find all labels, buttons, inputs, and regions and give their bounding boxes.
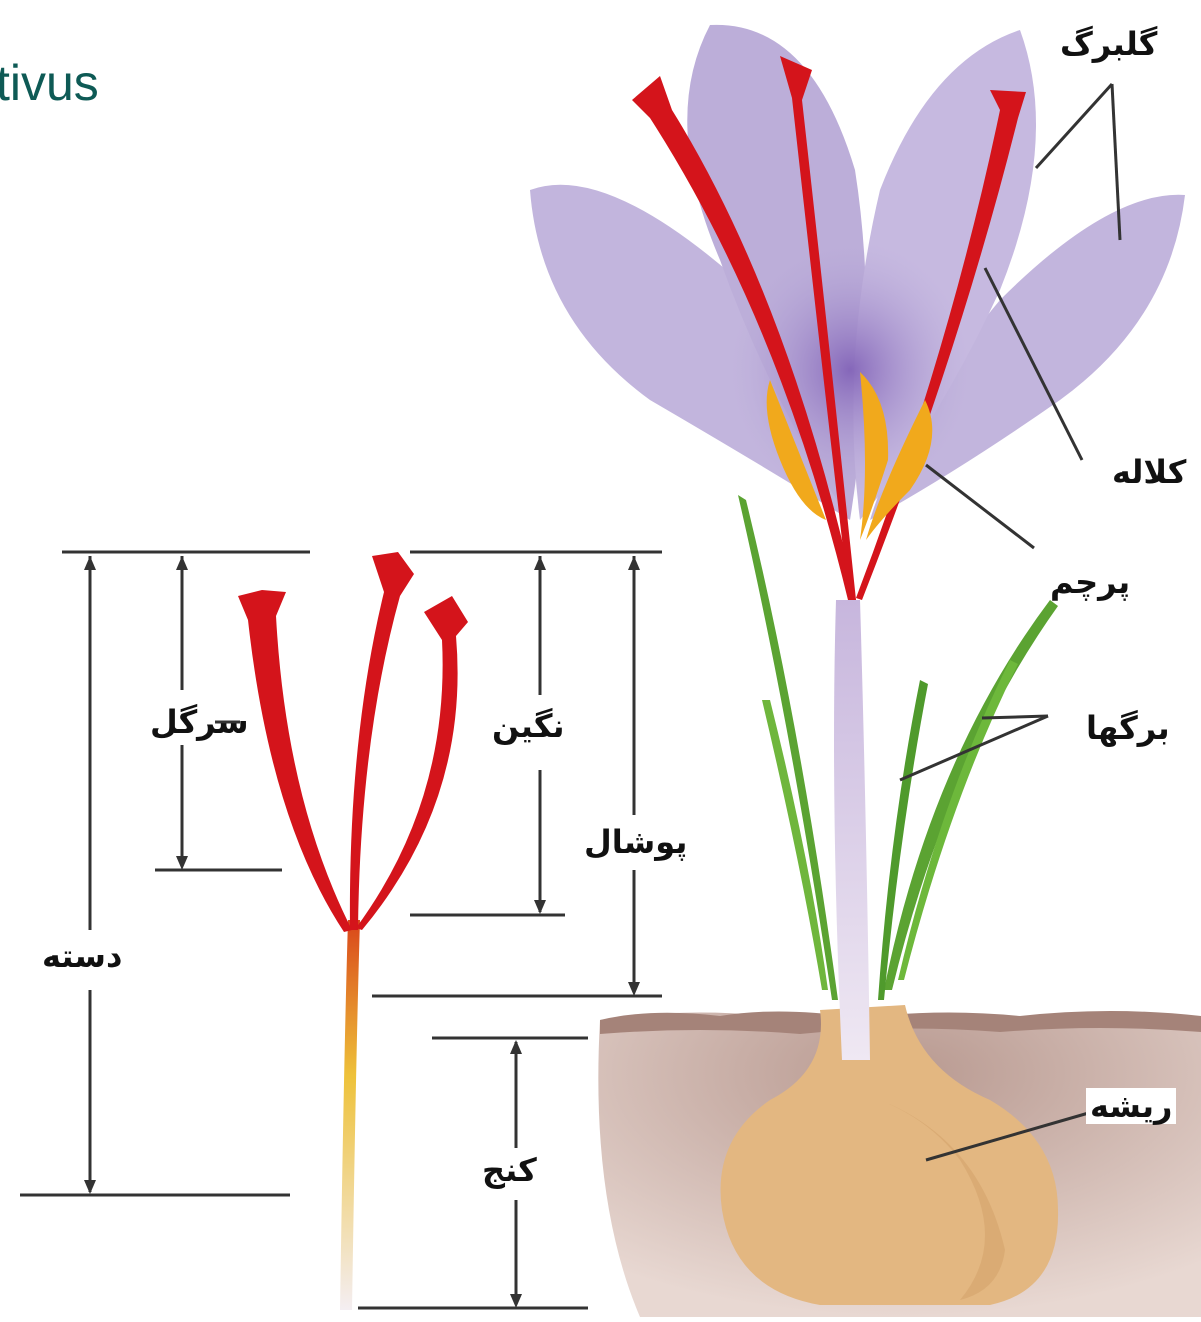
dasteh-label: دسته: [42, 940, 122, 972]
pushal-label: پوشال: [584, 826, 687, 858]
konj-label: کنج: [478, 1152, 541, 1188]
petals: [530, 25, 1185, 520]
flower-stem: [834, 600, 870, 1060]
root-label: ریشه: [1086, 1088, 1176, 1124]
petal-label: گلبرگ: [1060, 28, 1157, 60]
anther-label: پرچم: [1050, 566, 1130, 598]
negin-label: نگین: [492, 710, 564, 742]
stigma-style: [340, 920, 360, 1310]
sargol-label: سرگل: [150, 706, 249, 738]
leaves-label: برگها: [1086, 712, 1170, 744]
stigma-label: کلاله: [1112, 456, 1186, 488]
leaves: [738, 495, 1058, 1000]
diagram-title: tivus: [0, 58, 99, 108]
measurement-lines: [20, 552, 662, 1308]
detached-stigmas: [238, 552, 468, 932]
